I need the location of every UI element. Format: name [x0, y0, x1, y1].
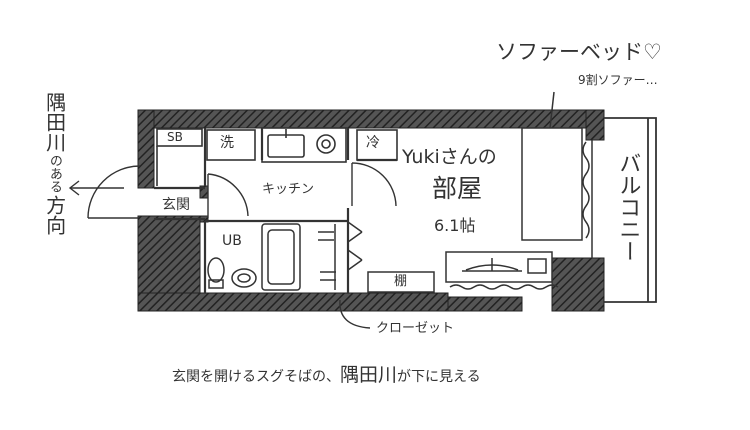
closet-leader [339, 299, 371, 329]
river-direction-c: 方向 [42, 195, 67, 235]
washer-label: 洗 [220, 135, 234, 151]
balcony-text: バルコニー [615, 152, 641, 262]
sofa-note-label: 9割ソファー… [578, 73, 658, 87]
tv-stand [445, 251, 553, 283]
outer-walls [137, 109, 605, 312]
river-direction-b: のある [46, 154, 62, 193]
caption-emphasis: 隅田川 [340, 364, 398, 386]
caption: 玄関を開けるスグそばの、隅田川が下に見える [172, 366, 481, 385]
unit-bath [207, 223, 301, 291]
bath-label: UB [222, 233, 242, 249]
river-arrow [68, 180, 124, 196]
shelf-label: 棚 [394, 274, 408, 289]
closet-label: クローゼット [376, 321, 455, 336]
balcony [604, 117, 657, 303]
river-direction: 隅田川 のある 方向 [36, 92, 72, 235]
river-direction-a: 隅田川 [42, 92, 67, 152]
room-owner-label: Yukiさんの [402, 146, 497, 168]
entrance-label: 玄関 [162, 197, 190, 213]
shelf-box [367, 271, 435, 293]
caption-pre: 玄関を開けるスグそばの、 [172, 369, 340, 385]
toilet [207, 257, 225, 283]
washbasin [231, 268, 257, 288]
stove-burner [316, 134, 336, 154]
furniture [367, 91, 593, 293]
closet [318, 221, 363, 290]
fixtures [156, 127, 398, 186]
fridge-label: 冷 [366, 135, 380, 151]
fridge-box [356, 129, 398, 161]
kitchen-label: キッチン [262, 182, 315, 197]
sink [267, 134, 305, 158]
shoebox-label: SB [167, 130, 183, 144]
sofa-bed [521, 127, 583, 241]
sofa-bed-label: ソファーベッド♡ [496, 40, 662, 64]
doors [87, 162, 397, 219]
bathtub [261, 223, 301, 291]
kitchen-counter [261, 127, 347, 163]
balcony-label: バルコニー [615, 152, 642, 262]
room-size-label: 6.1帖 [434, 216, 476, 235]
shoebox-box [156, 128, 203, 147]
room-label: 部屋 [432, 174, 483, 203]
washer-box [206, 129, 256, 161]
caption-post: が下に見える [397, 369, 481, 385]
